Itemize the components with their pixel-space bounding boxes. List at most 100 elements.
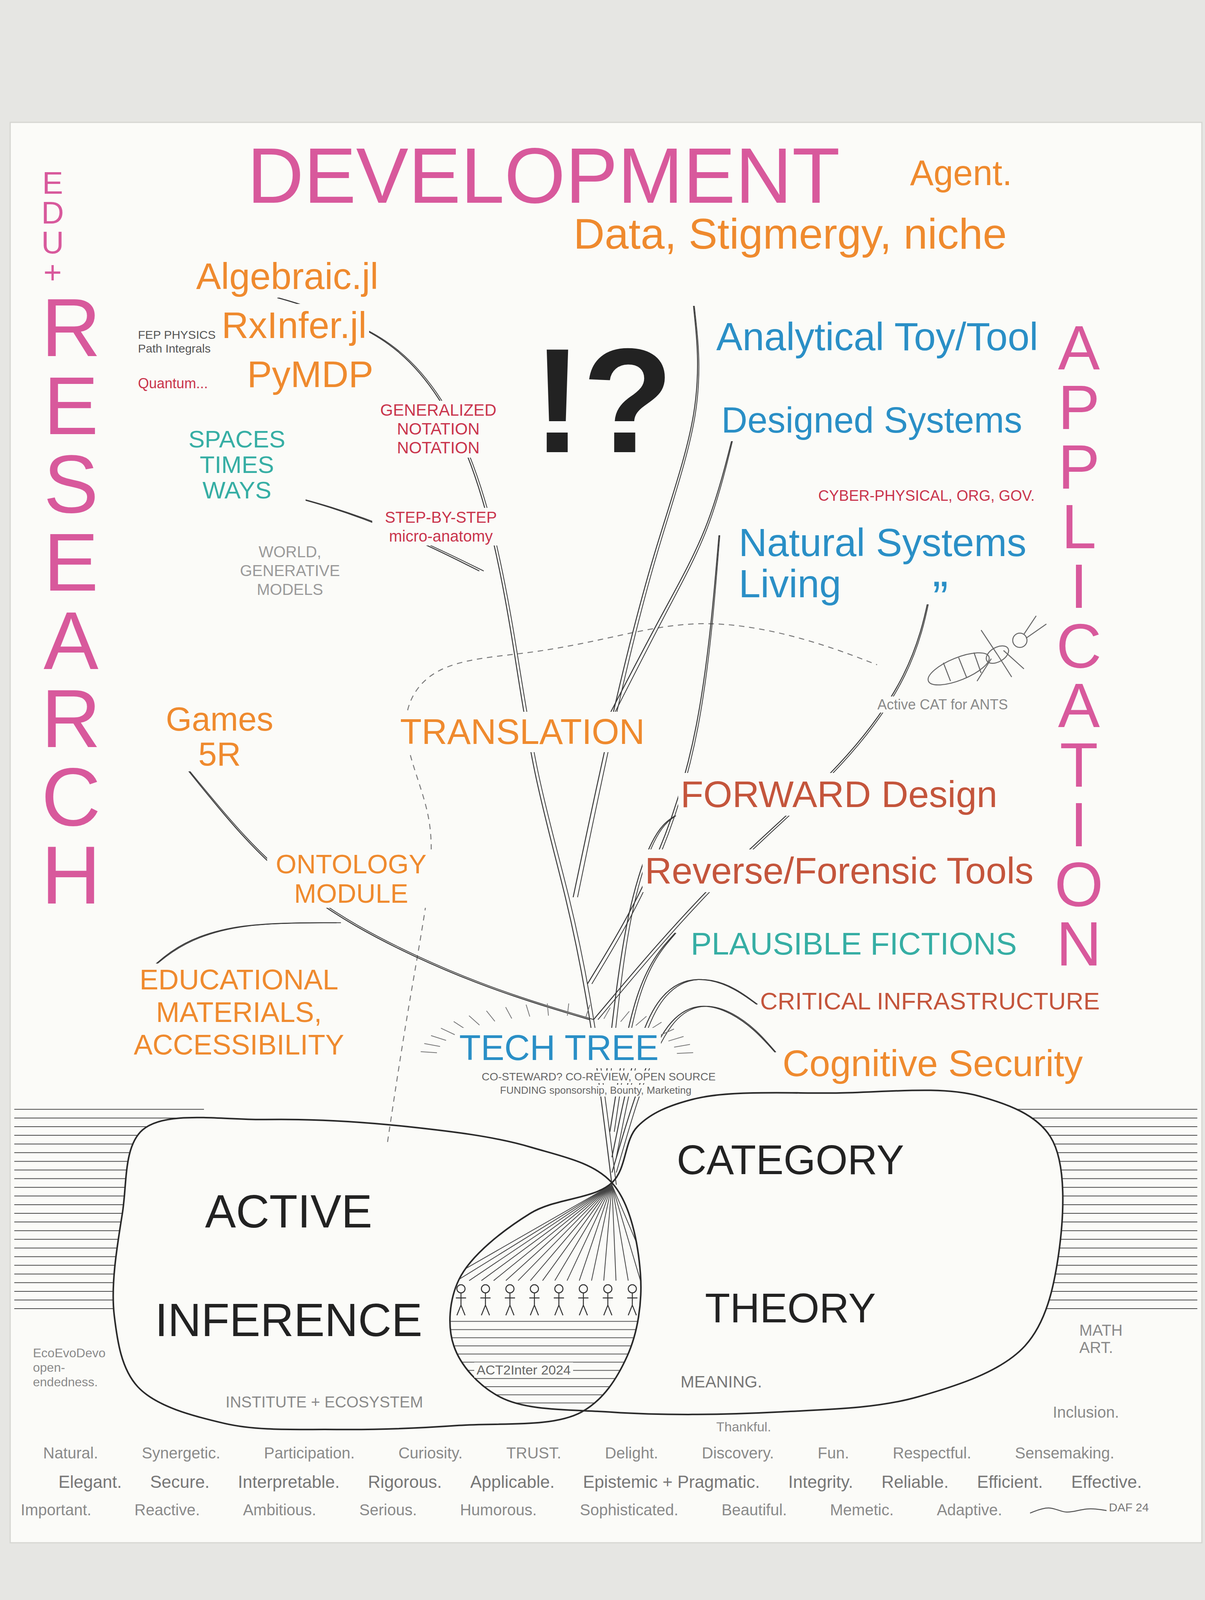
poster-label: ACT2Inter 2024	[474, 1362, 574, 1378]
poster-label: CYBER-PHYSICAL, ORG, GOV.	[815, 487, 1038, 505]
stick-figure	[455, 1285, 466, 1316]
poster-title: DEVELOPMENT	[244, 130, 843, 221]
value-row: Natural.Synergetic.Participation.Curiosi…	[40, 1444, 1117, 1463]
value-word: Natural.	[40, 1444, 101, 1463]
lens-ray	[456, 1184, 612, 1281]
poster-label: ONTOLOGY MODULE	[267, 849, 436, 909]
value-word: Sophisticated.	[577, 1501, 681, 1520]
value-word: Curiosity.	[396, 1444, 466, 1463]
tech-ray	[505, 1007, 512, 1019]
lens-ray	[579, 1184, 612, 1281]
tech-ray	[660, 1029, 675, 1036]
value-word: Elegant.	[56, 1472, 124, 1493]
lens-ray	[554, 1184, 612, 1281]
ant-stroke	[1023, 615, 1036, 635]
value-word: Reliable.	[879, 1472, 951, 1493]
tech-ray	[603, 1007, 610, 1020]
stick-figure	[480, 1285, 491, 1316]
tech-ray	[431, 1035, 446, 1041]
stick-figure	[553, 1285, 565, 1316]
stick-figure	[529, 1285, 540, 1316]
value-row: Elegant.Secure.Interpretable.Rigorous.Ap…	[56, 1472, 1145, 1493]
poster-label: WORLD, GENERATIVE MODELS	[216, 542, 364, 599]
side-heading: RESEARCH	[35, 288, 107, 915]
tech-ray	[547, 1003, 549, 1016]
value-word: TRUST.	[504, 1444, 564, 1463]
poster-label: Thankful.	[713, 1419, 774, 1435]
value-word: Rigorous.	[365, 1472, 445, 1493]
lens-ray	[542, 1184, 612, 1281]
region-blob: ACTIVE INFERENCEINSTITUTE + ECOSYSTEM	[107, 1106, 653, 1444]
value-word: Effective.	[1068, 1472, 1145, 1493]
stick-figure	[627, 1285, 638, 1316]
ant-stroke	[1003, 650, 1024, 670]
lens-line	[428, 1345, 658, 1347]
poster-label: Cognitive Security	[780, 1042, 1086, 1085]
poster-label: Inclusion.	[1050, 1403, 1122, 1422]
tech-ray	[440, 1028, 455, 1036]
ant-stroke	[1026, 624, 1047, 639]
signature-lizard	[1030, 1508, 1110, 1514]
lens-line	[428, 1321, 658, 1323]
lens-line	[428, 1419, 658, 1420]
lens-line	[428, 1394, 658, 1396]
value-word: Efficient.	[974, 1472, 1046, 1493]
ant-drawing	[924, 615, 1047, 692]
value-word: Synergetic.	[139, 1444, 223, 1463]
poster-label: MEANING.	[678, 1372, 765, 1392]
lens-ray	[611, 1184, 616, 1281]
value-word: Secure.	[147, 1472, 213, 1493]
tech-ray	[677, 1052, 694, 1054]
value-word: Important.	[18, 1501, 94, 1520]
lens-ray	[493, 1184, 612, 1281]
region-title: INSTITUTE + ECOSYSTEM	[191, 1393, 457, 1412]
value-word: Delight.	[602, 1444, 661, 1463]
poster-label: EDUCATIONAL MATERIALS, ACCESSIBILITY	[114, 963, 364, 1062]
poster-label: CO-STEWARD? CO-REVIEW, OPEN SOURCE	[479, 1070, 718, 1084]
value-word: Applicable.	[467, 1472, 557, 1493]
branch-line	[152, 922, 337, 967]
lens-ray	[603, 1184, 612, 1281]
value-word: Fun.	[815, 1444, 852, 1463]
branch-line	[153, 922, 341, 967]
value-word: Humorous.	[457, 1501, 540, 1520]
value-word: Integrity.	[786, 1472, 856, 1493]
poster-label: Active CAT for ANTS	[875, 696, 1011, 713]
tech-ray	[420, 1052, 437, 1054]
value-word: Respectful.	[890, 1444, 974, 1463]
tech-ray	[674, 1044, 691, 1048]
stick-figure	[504, 1285, 516, 1316]
poster-label: EcoEvoDevo open-endedness.	[30, 1346, 112, 1390]
lens-line	[428, 1403, 658, 1404]
lens-line	[428, 1354, 658, 1355]
poster-label: Data, Stigmergy, niche	[571, 209, 1010, 259]
lens-line	[428, 1329, 658, 1331]
poster-label: CRITICAL INFRASTRUCTURE	[757, 987, 1103, 1016]
value-word: Memetic.	[827, 1501, 896, 1520]
poster-label: Natural Systems Living	[736, 522, 1047, 605]
value-row: Important.Reactive.Ambitious.Serious.Hum…	[18, 1501, 1005, 1520]
poster-label: Analytical Toy/Tool	[713, 314, 1041, 360]
lens-ray	[444, 1184, 612, 1281]
value-word: Epistemic + Pragmatic.	[580, 1472, 763, 1493]
poster-label: GENERALIZED NOTATION NOTATION	[372, 400, 505, 458]
stick-figure	[578, 1285, 589, 1316]
exclamation-question: !?	[530, 326, 676, 476]
ant-stroke	[977, 658, 992, 682]
signature: DAF 24	[1106, 1501, 1152, 1515]
tech-ray	[586, 1004, 590, 1017]
lens-ray	[506, 1184, 612, 1281]
tech-ray	[620, 1011, 630, 1022]
poster-label: PLAUSIBLE FICTIONS	[688, 926, 1020, 963]
poster-label: Algebraic.jl	[193, 254, 381, 298]
ant-stroke	[958, 657, 967, 679]
poster-label: MATH ART.	[1077, 1321, 1144, 1357]
branch-line	[609, 438, 733, 714]
poster-label: Designed Systems	[718, 399, 1025, 442]
lens-line	[428, 1386, 658, 1388]
lens-line	[428, 1337, 658, 1339]
poster-label: TECH TREE	[456, 1028, 661, 1069]
lens-ray	[518, 1184, 612, 1281]
